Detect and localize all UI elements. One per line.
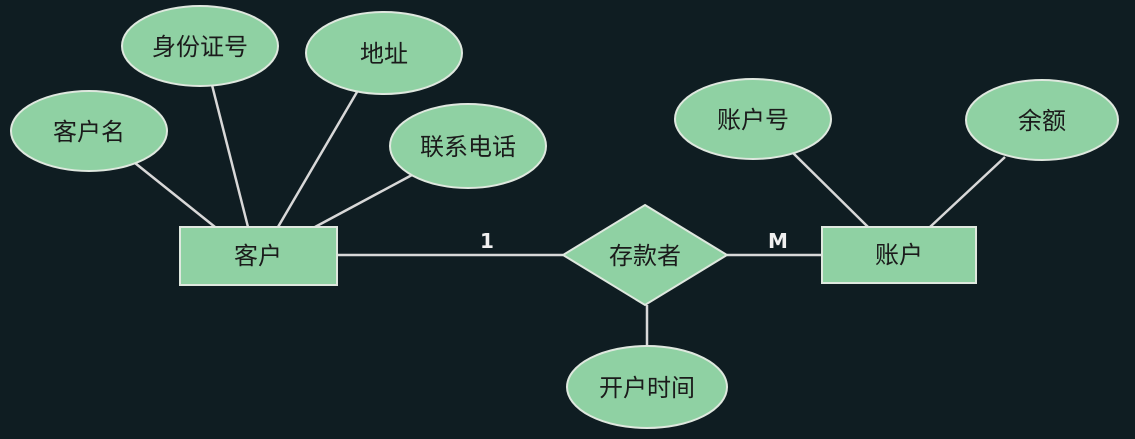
entity-customer: 客户 [179,226,338,286]
cardinality-account: M [768,229,788,253]
attribute-phone: 联系电话 [389,103,547,189]
attribute-address-label: 地址 [360,40,408,68]
attribute-id-number-label: 身份证号 [152,33,248,61]
attribute-open-time: 开户时间 [566,345,728,429]
attribute-balance-label: 余额 [1018,107,1066,135]
attribute-id-number: 身份证号 [121,5,279,87]
attribute-account-number: 账户号 [674,78,832,160]
line-phone [314,173,413,229]
relationship-depositor-label: 存款者 [609,242,681,270]
line-id-number [210,84,250,228]
connector-lines [134,84,1006,348]
attribute-open-time-label: 开户时间 [599,374,695,402]
line-address [276,91,359,228]
line-balance [929,156,1006,228]
attribute-account-number-label: 账户号 [717,106,789,134]
entity-account-label: 账户 [875,241,923,269]
entity-customer-label: 客户 [234,242,282,270]
line-account-number [789,149,869,228]
line-customer-name [134,162,216,228]
entity-account: 账户 [821,226,977,284]
relationship-depositor: 存款者 [561,203,729,307]
attribute-address: 地址 [305,11,463,95]
attribute-balance: 余额 [965,79,1119,161]
attribute-customer-name: 客户名 [10,90,168,172]
attribute-phone-label: 联系电话 [420,133,516,161]
cardinality-customer: 1 [480,229,494,253]
attribute-customer-name-label: 客户名 [53,118,125,146]
